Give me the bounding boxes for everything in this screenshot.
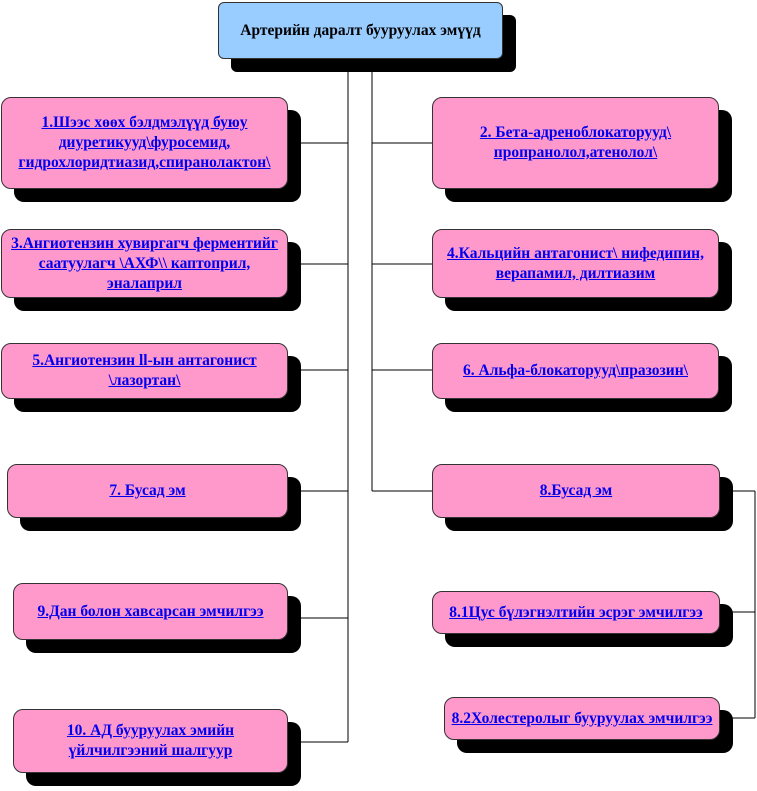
node-1-link[interactable]: 1.Шээс хөөх бэлдмэлүүд буюу диуретикууд\… (18, 114, 271, 171)
node-7-link[interactable]: 7. Бусад эм (109, 482, 186, 499)
node-5-link[interactable]: 5.Ангиотензин ll-ын антагонист \лазортан… (32, 352, 257, 389)
node-3-ace-inhibitors[interactable]: 3.Ангиотензин хувиргагч ферментийг саату… (1, 229, 288, 298)
node-6-link[interactable]: 6. Альфа-блокаторууд\празозин\ (463, 362, 688, 379)
node-4-calcium-antagonists[interactable]: 4.Кальцийн антагонист\ нифедипин, верапа… (432, 229, 719, 298)
root-node: Артерийн даралт бууруулах эмүүд (218, 2, 503, 59)
node-5-angiotensin-antagonists[interactable]: 5.Ангиотензин ll-ын антагонист \лазортан… (1, 343, 288, 399)
node-2-beta-blockers[interactable]: 2. Бета-адреноблокаторууд\ пропранолол,а… (432, 97, 719, 189)
node-3-link[interactable]: 3.Ангиотензин хувиргагч ферментийг саату… (11, 234, 278, 292)
node-9-combined-therapy[interactable]: 9.Дан болон хавсарсан эмчилгээ (13, 583, 288, 640)
node-8-other-drugs[interactable]: 8.Бусад эм (432, 464, 720, 518)
node-1-diuretics[interactable]: 1.Шээс хөөх бэлдмэлүүд буюу диуретикууд\… (1, 97, 288, 189)
node-7-other-drugs[interactable]: 7. Бусад эм (7, 464, 288, 518)
node-10-link[interactable]: 10. АД бууруулах эмийн үйлчилгээний шалг… (66, 722, 235, 759)
node-6-alpha-blockers[interactable]: 6. Альфа-блокаторууд\празозин\ (432, 343, 719, 399)
node-4-link[interactable]: 4.Кальцийн антагонист\ нифедипин, верапа… (447, 244, 704, 282)
root-label: Артерийн даралт бууруулах эмүүд (240, 21, 481, 39)
node-8-2-link[interactable]: 8.2Холестеролыг бууруулах эмчилгээ (451, 709, 713, 727)
node-10-efficacy-criteria[interactable]: 10. АД бууруулах эмийн үйлчилгээний шалг… (13, 709, 288, 773)
node-2-link[interactable]: 2. Бета-адреноблокаторууд\ пропранолол,а… (479, 124, 672, 161)
node-9-link[interactable]: 9.Дан болон хавсарсан эмчилгээ (37, 602, 264, 620)
node-8-2-cholesterol-therapy[interactable]: 8.2Холестеролыг бууруулах эмчилгээ (444, 697, 720, 740)
node-8-1-anticoagulant-therapy[interactable]: 8.1Цус бүлэгнэлтийн эсрэг эмчилгээ (432, 591, 720, 634)
node-8-link[interactable]: 8.Бусад эм (539, 482, 613, 499)
node-8-1-link[interactable]: 8.1Цус бүлэгнэлтийн эсрэг эмчилгээ (449, 603, 703, 621)
